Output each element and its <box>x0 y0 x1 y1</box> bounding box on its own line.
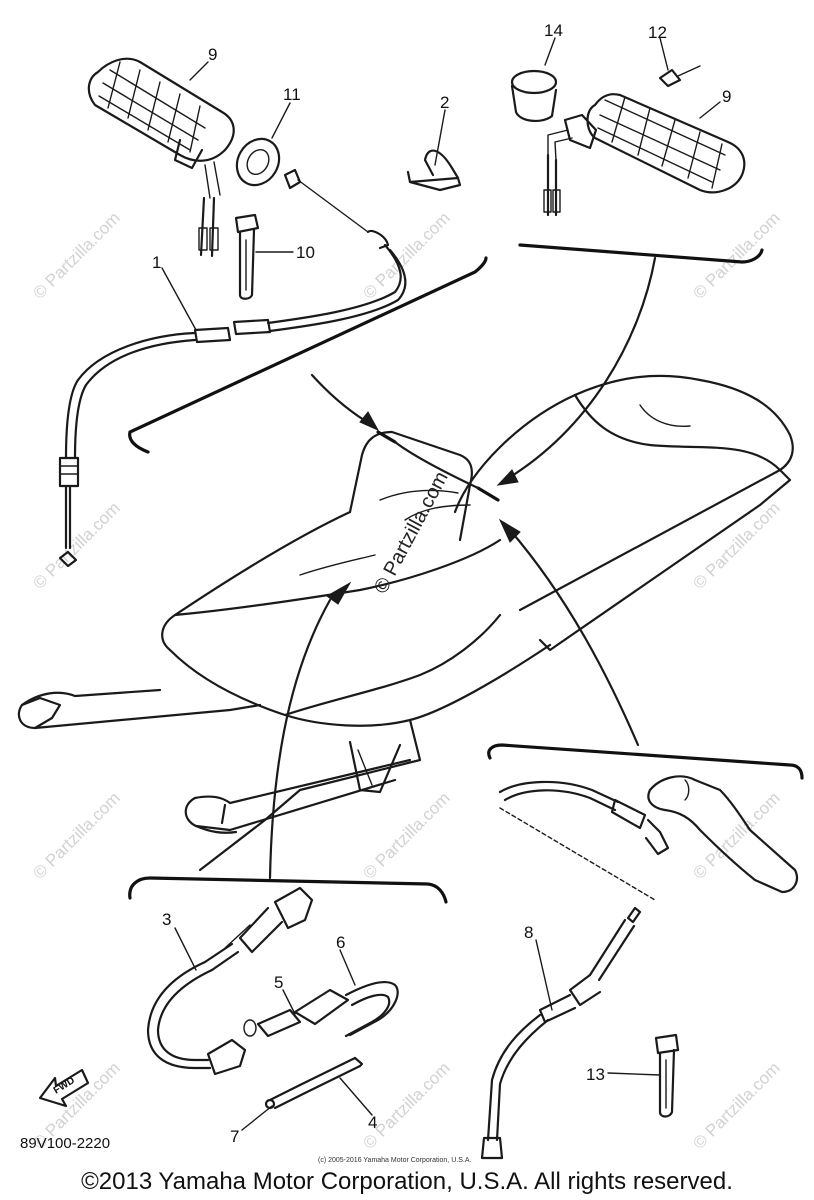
callout-1: 1 <box>152 253 161 272</box>
callout-7: 7 <box>230 1127 239 1146</box>
watermark: © Partzilla.com <box>359 1058 453 1152</box>
choke-cable <box>146 886 314 1076</box>
callout-5: 5 <box>274 973 283 992</box>
callout-14: 14 <box>544 21 563 40</box>
callout-12: 12 <box>648 23 667 42</box>
callout-6: 6 <box>336 933 345 952</box>
cable-band <box>234 213 260 300</box>
callout-2: 2 <box>440 93 449 112</box>
watermark: © Partzilla.com <box>29 208 123 302</box>
callout-10: 10 <box>296 243 315 262</box>
snowmobile-illustration <box>17 374 794 872</box>
arrow-topleft <box>310 373 380 432</box>
callout-labels: 9 11 10 1 2 14 12 9 3 5 6 4 7 8 13 <box>152 21 731 1146</box>
small-copyright-notice: (c) 2005-2016 Yamaha Motor Corporation, … <box>318 1157 471 1164</box>
throttle-group <box>58 57 488 568</box>
callout-11: 11 <box>283 85 301 104</box>
watermark: © Partzilla.com <box>29 788 123 882</box>
cable-tube <box>298 1056 364 1095</box>
callout-9-left: 9 <box>208 45 217 64</box>
right-grip <box>543 93 746 217</box>
callout-9-right: 9 <box>722 87 731 106</box>
cable-end <box>264 1083 307 1110</box>
callout-13: 13 <box>586 1065 605 1084</box>
grip-end-cap <box>510 69 558 122</box>
diagram-code: 89V100-2220 <box>20 1135 110 1152</box>
cable-sleeve <box>344 981 399 1038</box>
starter-cable <box>480 906 642 1160</box>
watermark: © Partzilla.com <box>359 788 453 882</box>
group-bracket-topright <box>518 243 764 264</box>
callout-3: 3 <box>162 910 171 929</box>
group-bracket-bottomright <box>487 743 804 780</box>
clip <box>406 149 462 192</box>
lever-group <box>480 518 804 1160</box>
grip-collar <box>235 137 281 187</box>
cable-band-small <box>654 1033 680 1118</box>
left-grip <box>87 57 235 258</box>
cable-adjuster <box>243 988 350 1038</box>
lever-cable <box>498 780 670 856</box>
watermark: © Partzilla.com <box>689 208 783 302</box>
screw <box>658 65 701 88</box>
copyright-notice: ©2013 Yamaha Motor Corporation, U.S.A. A… <box>81 1168 733 1195</box>
throttle-cable <box>58 168 407 568</box>
right-grip-group <box>496 65 764 486</box>
watermark: © Partzilla.com <box>689 788 783 882</box>
group-bracket-bottomleft <box>128 876 448 904</box>
brake-lever <box>647 775 799 894</box>
watermark: © Partzilla.com <box>689 498 783 592</box>
brake-cable-group <box>128 581 448 1110</box>
callout-4: 4 <box>368 1113 377 1132</box>
callout-8: 8 <box>524 923 533 942</box>
group-bracket-topleft <box>128 256 488 454</box>
callout-leaders <box>161 37 721 1131</box>
watermark: © Partzilla.com <box>689 1058 783 1152</box>
watermark: © Partzilla.com <box>29 498 123 592</box>
